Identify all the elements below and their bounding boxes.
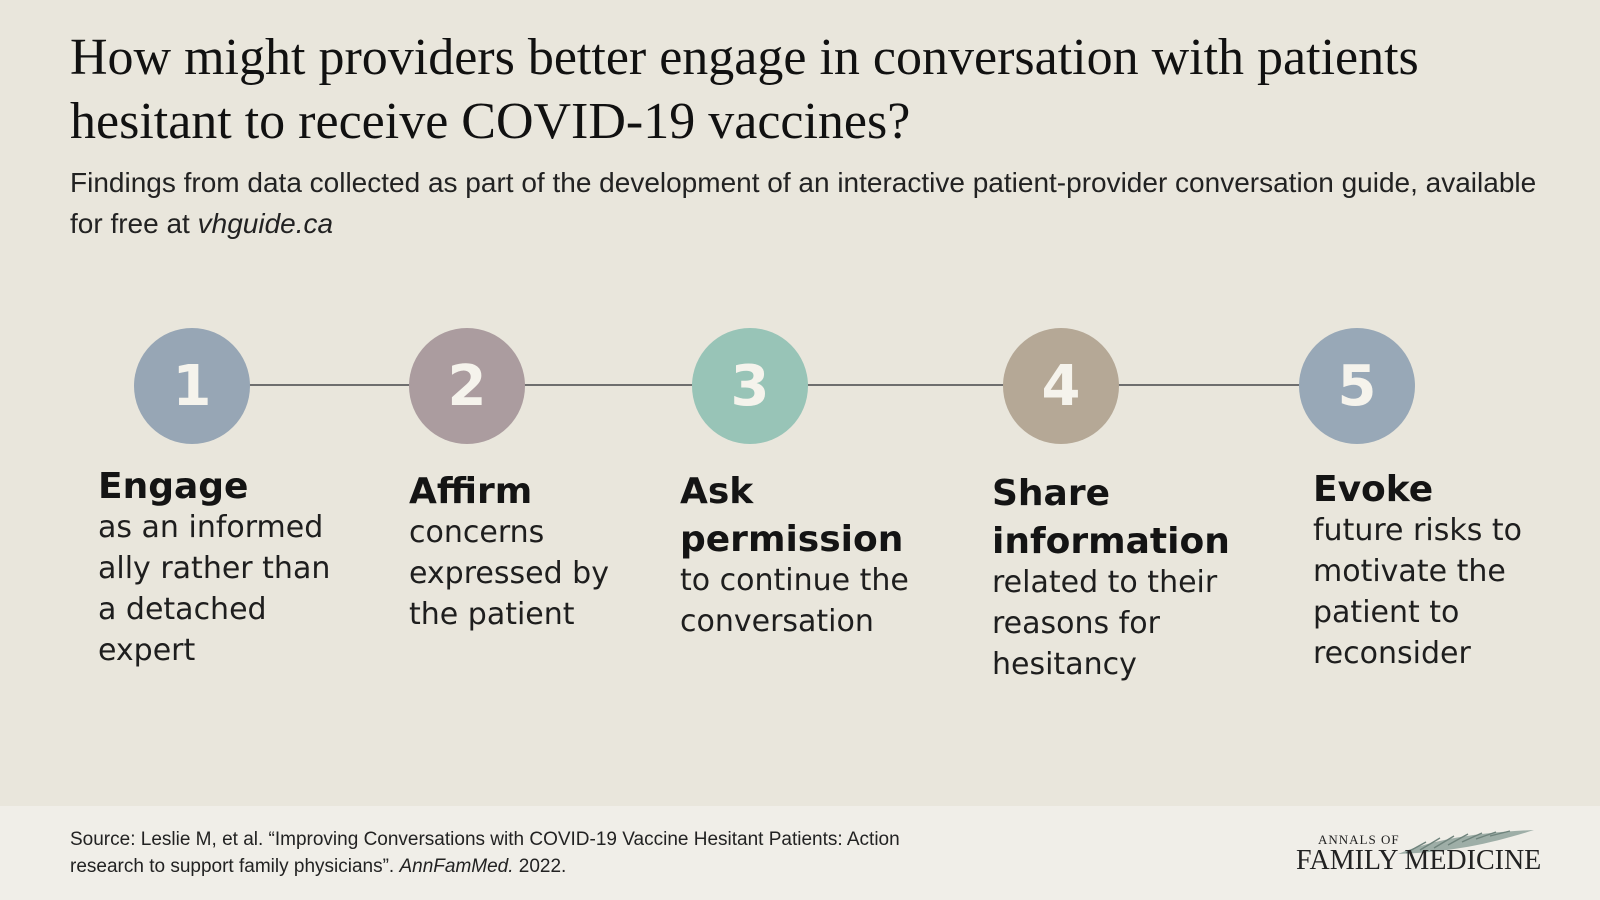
step-4-number: 4 — [1041, 353, 1081, 419]
subtitle: Findings from data collected as part of … — [70, 162, 1560, 244]
step-3-body: to continue the conversation — [680, 563, 909, 639]
source-journal: AnnFamMed. — [399, 856, 514, 877]
step-2-body: concerns expressed by the patient — [409, 515, 609, 632]
source-year: 2022. — [513, 856, 567, 877]
step-4-text: Share information related to their reaso… — [992, 470, 1232, 685]
step-2-text: Affirm concerns expressed by the patient — [409, 468, 619, 635]
step-3-text: Ask permission to continue the conversat… — [680, 468, 920, 642]
step-2-heading: Affirm — [409, 471, 533, 512]
source-citation: Source: Leslie M, et al. “Improving Conv… — [70, 826, 970, 880]
step-3-circle: 3 — [692, 328, 808, 444]
step-5-heading: Evoke — [1313, 469, 1434, 510]
step-1-text: Engage as an informed ally rather than a… — [98, 463, 338, 671]
step-5-text: Evoke future risks to motivate the patie… — [1313, 466, 1543, 674]
page-title: How might providers better engage in con… — [70, 29, 1419, 150]
step-3-heading: Ask permission — [680, 471, 904, 560]
step-4-body: related to their reasons for hesitancy — [992, 565, 1218, 682]
leaf-icon — [1398, 830, 1534, 854]
source-text: Source: Leslie M, et al. “Improving Conv… — [70, 829, 900, 877]
step-1-number: 1 — [172, 353, 212, 419]
annals-family-medicine-logo: ANNALS OF FAMILY MEDICINE — [1296, 830, 1541, 882]
step-2-number: 2 — [447, 353, 487, 419]
step-2-circle: 2 — [409, 328, 525, 444]
step-5-number: 5 — [1337, 353, 1377, 419]
step-1-heading: Engage — [98, 466, 249, 507]
step-4-circle: 4 — [1003, 328, 1119, 444]
step-5-body: future risks to motivate the patient to … — [1313, 513, 1522, 671]
step-4-heading: Share information — [992, 473, 1230, 562]
logo-main-text: FAMILY MEDICINE — [1296, 845, 1542, 876]
subtitle-text: Findings from data collected as part of … — [70, 167, 1537, 239]
guide-url-link[interactable]: vhguide.ca — [197, 208, 334, 239]
step-3-number: 3 — [730, 353, 770, 419]
footer-bar — [0, 806, 1600, 900]
step-5-circle: 5 — [1299, 328, 1415, 444]
logo-top-text: ANNALS OF — [1318, 832, 1400, 847]
step-1-body: as an informed ally rather than a detach… — [98, 510, 331, 668]
step-1-circle: 1 — [134, 328, 250, 444]
